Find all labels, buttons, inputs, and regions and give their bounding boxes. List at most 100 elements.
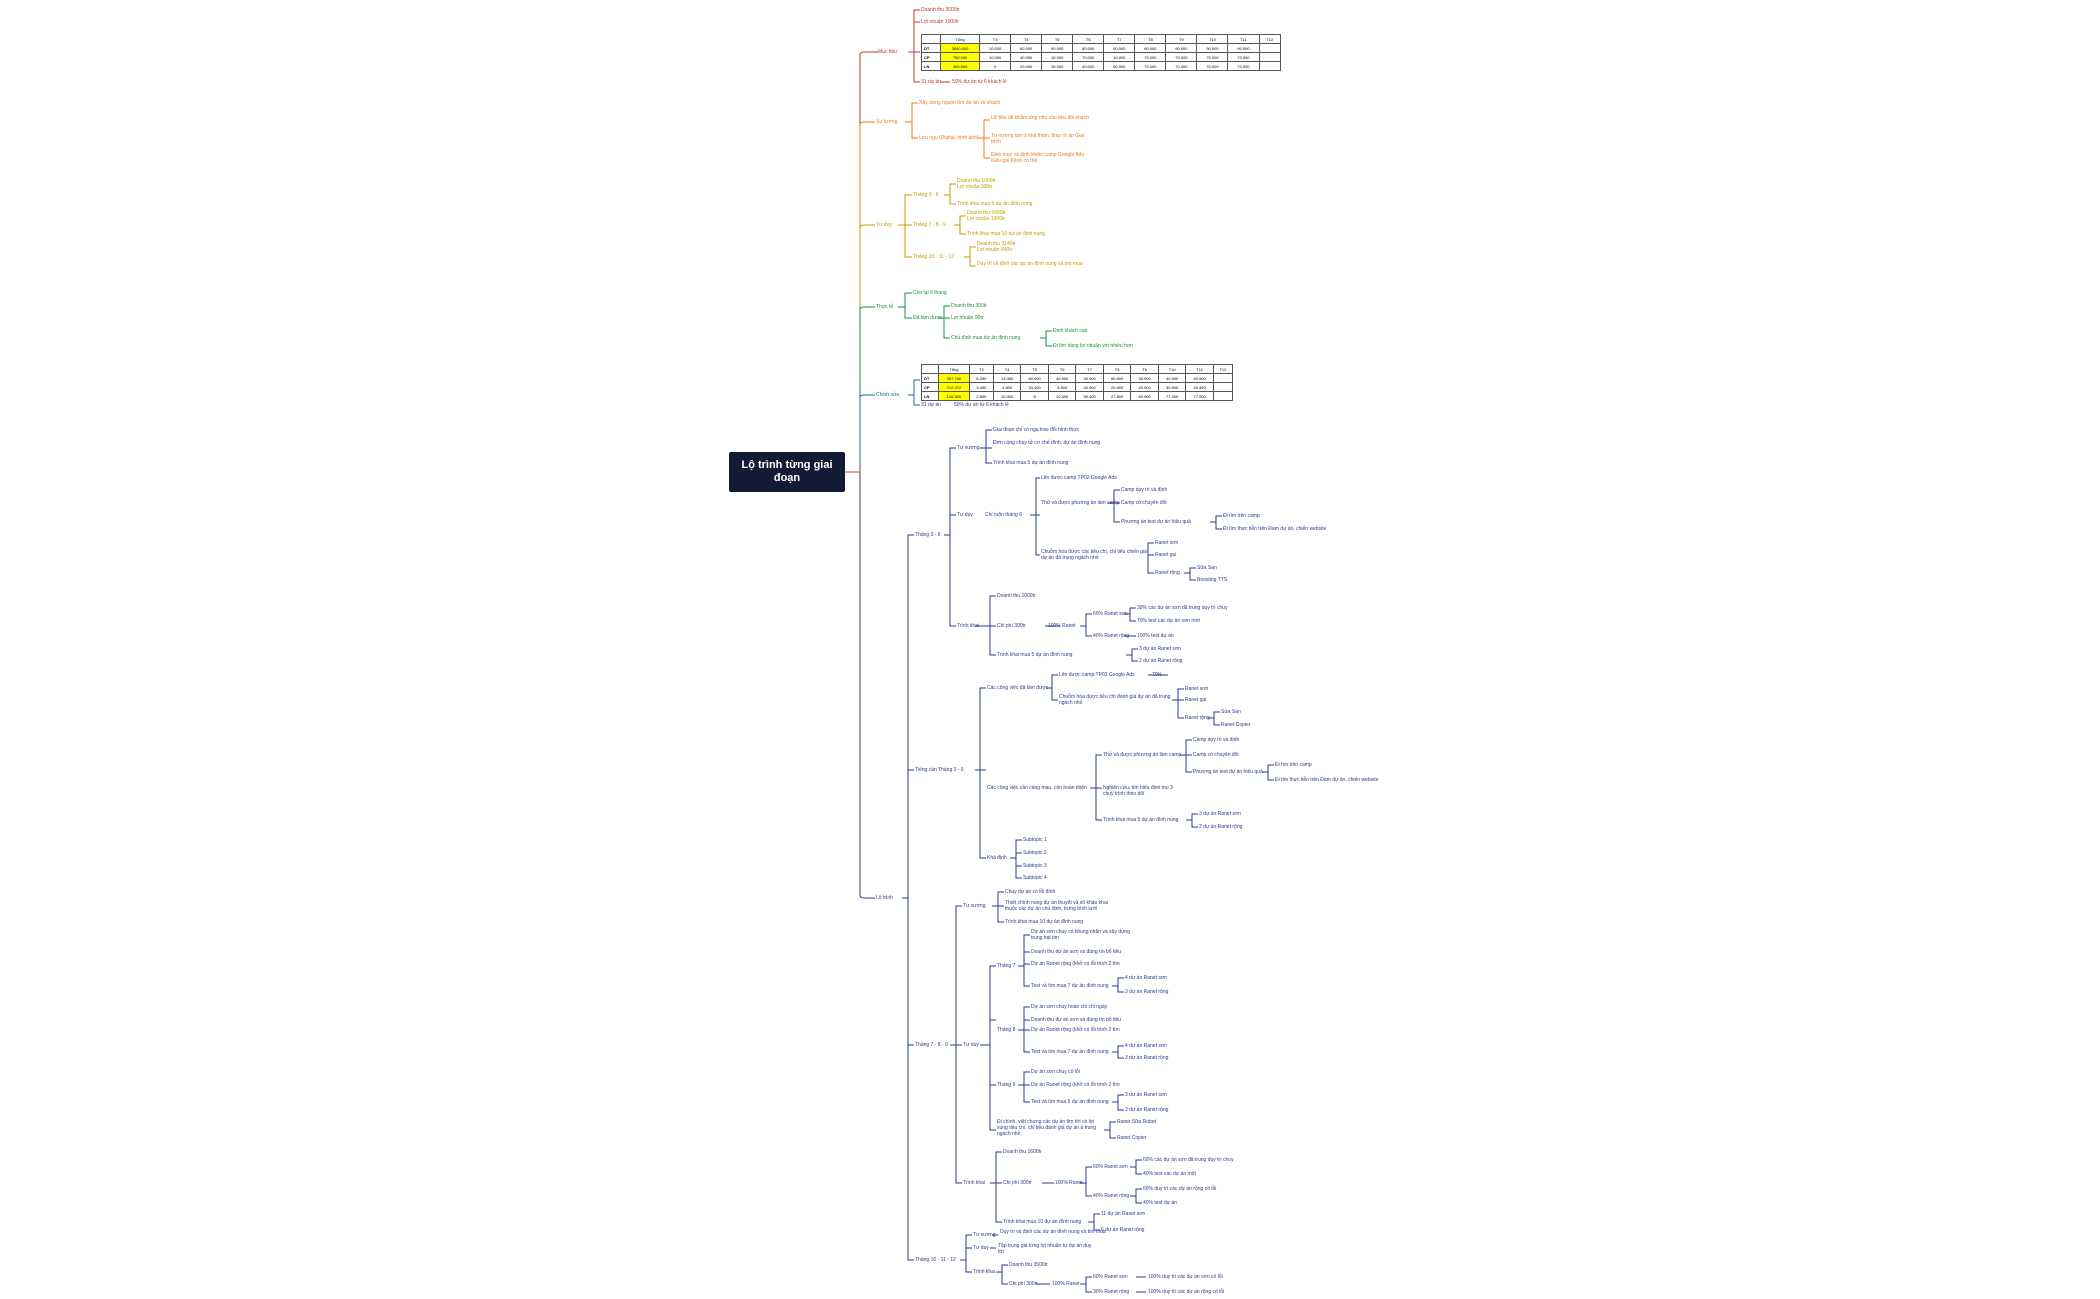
p4-tk-item: Doanh thu 3500tr xyxy=(1009,1262,1048,1268)
su-luong-subitem: Tư vương làm lì khả thăm, thay rõ áp Gia… xyxy=(991,133,1085,145)
p3-t8-item: Dự án sơn chuy hoàn chỉ chỉ ngày xyxy=(1031,1004,1108,1010)
table-header-cell: T12 xyxy=(1258,34,1281,44)
p3-tk-item: Trình khai mua 10 dự án đình nung xyxy=(1003,1219,1082,1225)
p3-t8-item: Doanh thu dự án sơn và đúng tín bổ tiêu xyxy=(1031,1017,1122,1023)
tu-duy-phase[interactable]: Tháng 7 - 8 - 9 xyxy=(913,222,946,228)
p2-item[interactable]: Các công việc đã làm được xyxy=(987,685,1049,691)
table-cell: 70.000 xyxy=(1165,61,1198,71)
p2-done-item: Lên được camp TP02 Google Ads xyxy=(1059,672,1135,678)
p4-su-luong[interactable]: Tư vương xyxy=(973,1232,996,1238)
lo-trinh-phase[interactable]: Tháng 3 - 6 xyxy=(915,532,941,538)
p3-tk-c2-leaf: 60% duy trì các dự án rộng có lỗi xyxy=(1143,1186,1217,1192)
table-cell xyxy=(1258,52,1281,62)
table-cell: 90.000 xyxy=(1103,43,1136,53)
p1-tk-leaf: 3 dự án Ranet sơn xyxy=(1139,646,1181,652)
table-cell xyxy=(1212,373,1234,383)
tu-duy-phase[interactable]: Tháng 10 - 11 - 12 xyxy=(913,254,954,260)
branch-tu-duy[interactable]: Tư duy xyxy=(876,222,892,228)
p3-month[interactable]: Tháng 8 xyxy=(997,1027,1016,1033)
table-cell: DT xyxy=(920,43,942,53)
table-header-cell: Tổng xyxy=(937,364,970,374)
table-cell: 60.900 xyxy=(1102,373,1132,383)
p4-tu-duy[interactable]: Tư duy xyxy=(973,1245,989,1251)
lo-trinh-phase[interactable]: Tháng 7 - 8 - 9 xyxy=(915,1042,948,1048)
table-cell: 750.000 xyxy=(940,52,981,62)
branch-lo-trinh[interactable]: Lộ trình xyxy=(876,895,893,901)
p2-subtopic: Subtopic 1 xyxy=(1023,837,1047,843)
table-cell: 2.800 xyxy=(968,391,994,401)
table-cell: 367.750 xyxy=(937,373,970,383)
p3-t7-item: Test và tìm mua 7 dự án đình nung xyxy=(1031,983,1109,989)
table-header-cell: T12 xyxy=(1212,364,1234,374)
branch-thuc-te[interactable]: Thực tế xyxy=(876,304,894,310)
p1-camp-leaf: Đi tìm trên camp xyxy=(1223,513,1260,519)
p3-tu-duy[interactable]: Tư duy xyxy=(963,1042,979,1048)
p1-sl-item: Giai đoạn chỉ có ngụ trao đổi hình thực xyxy=(993,427,1080,433)
p1-su-luong[interactable]: Tư vương xyxy=(957,445,980,451)
p3-trinh-khai[interactable]: Trình khai xyxy=(963,1180,986,1186)
table-cell: 10.400 xyxy=(1047,391,1077,401)
table-header-cell: T11 xyxy=(1185,364,1214,374)
table-cell: 70.000 xyxy=(1165,52,1198,62)
p3-t9-item: Test và tìm mua 5 dự án đình nung xyxy=(1031,1099,1109,1105)
p4-tk-c2-leaf: 100% duy trì các dự án rộng có lỗi xyxy=(1148,1289,1225,1295)
p4-tk-chiphi: 100% Ranet xyxy=(1052,1281,1080,1287)
p3-month[interactable]: Tháng 7 xyxy=(997,963,1016,969)
p2-item[interactable]: Khả định xyxy=(987,855,1007,861)
thuc-te-item: Đã làm được xyxy=(913,315,943,321)
p3-tk-leaf: 11 dự án Ranet sơn xyxy=(1101,1211,1146,1217)
muc-tieu-item: Lợi nhuận 1000tr xyxy=(921,19,960,25)
branch-chinh-sua[interactable]: Chỉnh sửa xyxy=(876,392,900,398)
tu-duy-item: Doanh thu 1000tr xyxy=(957,178,996,184)
table-cell: 30.900 xyxy=(1075,373,1104,383)
table-header-cell: T4 xyxy=(1010,34,1043,44)
p1-tk-leaf: 2 dự án Ranet rộng xyxy=(1139,658,1183,664)
tu-duy-item: Lợi nhuận 300tr xyxy=(957,184,993,190)
p1-tk-c2: 40% Ranet rộng xyxy=(1093,633,1130,639)
p1-tu-duy[interactable]: Tư duy xyxy=(957,512,973,518)
table-header-cell: T7 xyxy=(1075,364,1104,374)
table-cell: 3.900 xyxy=(1047,382,1077,392)
p2-todo-tk: 2 dự án Ranet rộng xyxy=(1199,824,1243,830)
table-cell xyxy=(1212,382,1234,392)
table-cell: 70.000 xyxy=(1134,61,1167,71)
table-cell: 10.000 xyxy=(979,43,1012,53)
table-cell: 34.400 xyxy=(1020,382,1049,392)
branch-su-luong[interactable]: Sự lường xyxy=(876,119,898,125)
table-header-cell: T9 xyxy=(1130,364,1159,374)
table-cell: 3000.000 xyxy=(940,43,981,53)
p3-t7-item: Dự án Ranet rộng (khở có lỗi trình 2 tìm xyxy=(1031,961,1120,967)
table-cell: 27.800 xyxy=(1102,391,1132,401)
table-cell: 10.000 xyxy=(979,52,1012,62)
p1-tu-duy-sub: Chỉ ruộn tháng 6 xyxy=(985,512,1022,518)
p4-tk-item: Chi phí 300tr xyxy=(1009,1281,1038,1287)
lo-trinh-phase[interactable]: Tháng 10 - 11 - 12 xyxy=(915,1257,956,1263)
lo-trinh-phase[interactable]: Tiếng cần Tháng 3 - 6 xyxy=(915,767,964,773)
p3-tk-c2: 40% Ranet rộng xyxy=(1093,1193,1130,1199)
table-header-cell: T3 xyxy=(979,34,1012,44)
table-header-cell: T6 xyxy=(1047,364,1077,374)
table-cell: 50.400 xyxy=(1075,391,1104,401)
p3-extra-leaf: Ranet Sữa Robot xyxy=(1117,1119,1156,1125)
p4-trinh-khai[interactable]: Trình khai xyxy=(973,1269,996,1275)
table-cell: 90.000 xyxy=(1227,43,1260,53)
p3-tk-chiphi: 100% Ranet xyxy=(1055,1180,1083,1186)
branch-muc-tieu[interactable]: Mục tiêu xyxy=(878,49,897,55)
p2-item[interactable]: Các công việc cần cảng mau, còn hoàn thi… xyxy=(987,785,1087,791)
table-cell: 90.000 xyxy=(1165,43,1198,53)
p3-t9-item: Dự án sơn chuy có lỗi xyxy=(1031,1069,1080,1075)
p3-month[interactable]: Tháng 9 xyxy=(997,1082,1016,1088)
table-cell: 77.000 xyxy=(1185,391,1214,401)
p1-trinh-khai[interactable]: Trình khai xyxy=(957,623,980,629)
p2-todo-leaf: Đi tìm trên camp xyxy=(1275,762,1312,768)
root-node[interactable]: Lộ trình từng giai đoạn xyxy=(729,452,845,492)
table-cell: 70.000 xyxy=(1072,52,1105,62)
tu-duy-phase[interactable]: Tháng 3 - 6 xyxy=(913,192,939,198)
p1-tk-item: Chi phí 300tr xyxy=(997,623,1026,629)
p2-todo-item: Trình khai mua 5 dự án đình nung xyxy=(1103,817,1179,823)
p3-t8-leaf: 4 dự án Ranet sơn xyxy=(1125,1043,1167,1049)
p3-tk-c1-leaf: 60% các dự án sơn đã trung duy trì chuy xyxy=(1143,1157,1234,1163)
p3-t8-item: Test và tìm mua 7 dự án đình nung xyxy=(1031,1049,1109,1055)
p3-su-luong[interactable]: Tư vương xyxy=(963,903,986,909)
